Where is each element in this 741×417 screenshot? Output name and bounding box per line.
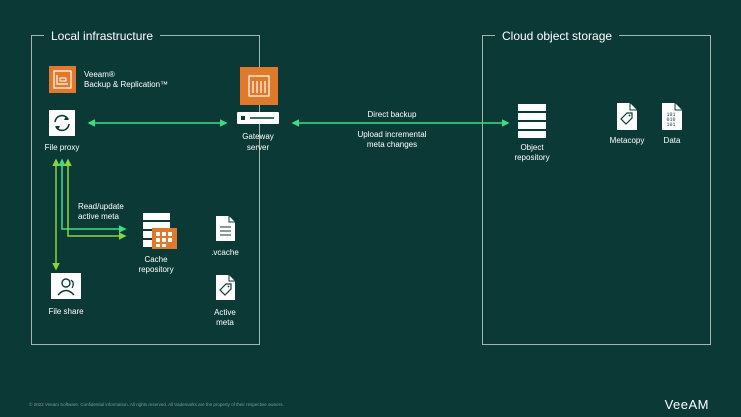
vcache-file-icon — [216, 216, 235, 241]
read-update-label-line1: Read/update — [78, 202, 124, 211]
veeam-logo: VeeAM — [664, 397, 709, 412]
object-repository-icon — [518, 104, 546, 138]
metacopy-file-icon — [617, 103, 637, 130]
file-proxy-label: File proxy — [44, 143, 80, 152]
data-file-icon: 101 010 101 — [662, 103, 682, 130]
veeam-br-title-line1: Veeam® — [84, 70, 115, 79]
cache-repository-label-line2: repository — [138, 265, 174, 274]
read-update-label-line2: active meta — [78, 212, 119, 221]
file-share-icon — [51, 273, 81, 299]
file-share-label: File share — [48, 307, 84, 316]
file-proxy-icon — [49, 110, 75, 136]
cache-repository-icon — [143, 213, 177, 249]
cloud-storage-title: Cloud object storage — [495, 29, 620, 43]
copyright-notice: © 2022 Veeam Software. Confidential info… — [29, 402, 284, 407]
active-meta-label-line1: Active — [214, 308, 236, 317]
data-glyph-row-3: 101 — [666, 122, 675, 128]
metacopy-label: Metacopy — [609, 136, 645, 145]
data-label: Data — [663, 136, 681, 145]
veeam-br-title-line2: Backup & Replication™ — [84, 80, 169, 89]
vcache-label: .vcache — [211, 248, 239, 257]
active-meta-file-icon — [216, 275, 235, 300]
upload-incremental-label-line2: meta changes — [366, 140, 418, 149]
upload-incremental-label-line1: Upload incremental — [357, 130, 427, 139]
cache-repository-label-line1: Cache — [144, 255, 168, 264]
proxy-cache-arrow-2 — [64, 158, 127, 240]
direct-backup-label: Direct backup — [367, 110, 417, 119]
gateway-server-label-line2: server — [246, 143, 270, 152]
gateway-server-icon — [237, 67, 279, 124]
object-repository-label-line2: repository — [514, 153, 550, 162]
gateway-server-label-line1: Gateway — [242, 132, 274, 141]
data-glyph-row-2: 010 — [666, 117, 675, 123]
veeam-br-icon — [49, 66, 76, 93]
object-repository-label-line1: Object — [520, 143, 544, 152]
local-infrastructure-title: Local infrastructure — [44, 29, 161, 43]
data-glyph-row-1: 101 — [666, 112, 675, 118]
active-meta-label-line2: meta — [216, 318, 234, 327]
